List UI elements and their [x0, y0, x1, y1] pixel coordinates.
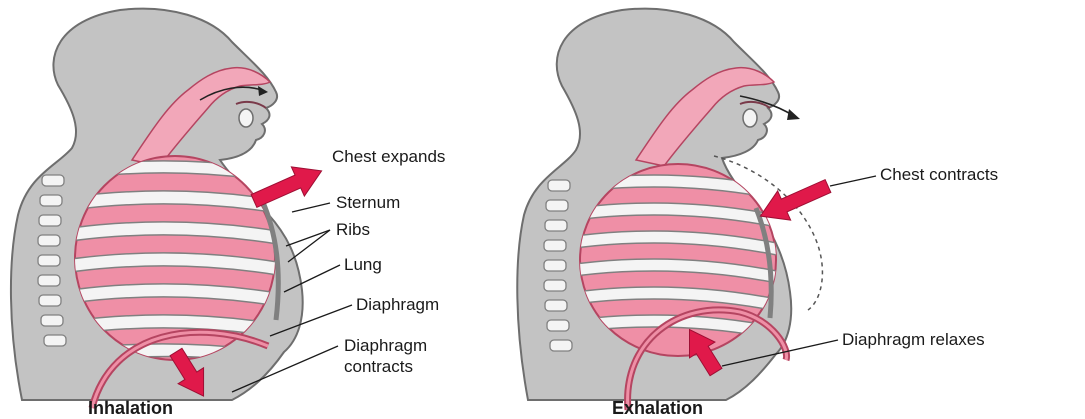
chest-contracts-label: Chest contracts [880, 165, 998, 184]
diaphragm-contracts-label-line2: contracts [344, 357, 413, 376]
inhalation-larynx [239, 109, 253, 127]
ribs-label: Ribs [336, 220, 370, 239]
lung-label: Lung [344, 255, 382, 274]
inhalation-panel: Chest expands Sternum Ribs Lung Diaphrag… [11, 9, 445, 418]
exhalation-panel: Chest contracts Diaphragm relaxes Exhala… [517, 9, 998, 418]
chest-expands-label: Chest expands [332, 147, 445, 166]
diaphragm-label: Diaphragm [356, 295, 439, 314]
inhalation-caption: Inhalation [88, 398, 173, 418]
exhalation-larynx [743, 109, 757, 127]
diaphragm-relaxes-label: Diaphragm relaxes [842, 330, 985, 349]
sternum-label: Sternum [336, 193, 400, 212]
exhalation-caption: Exhalation [612, 398, 703, 418]
diaphragm-contracts-label-line1: Diaphragm [344, 336, 427, 355]
